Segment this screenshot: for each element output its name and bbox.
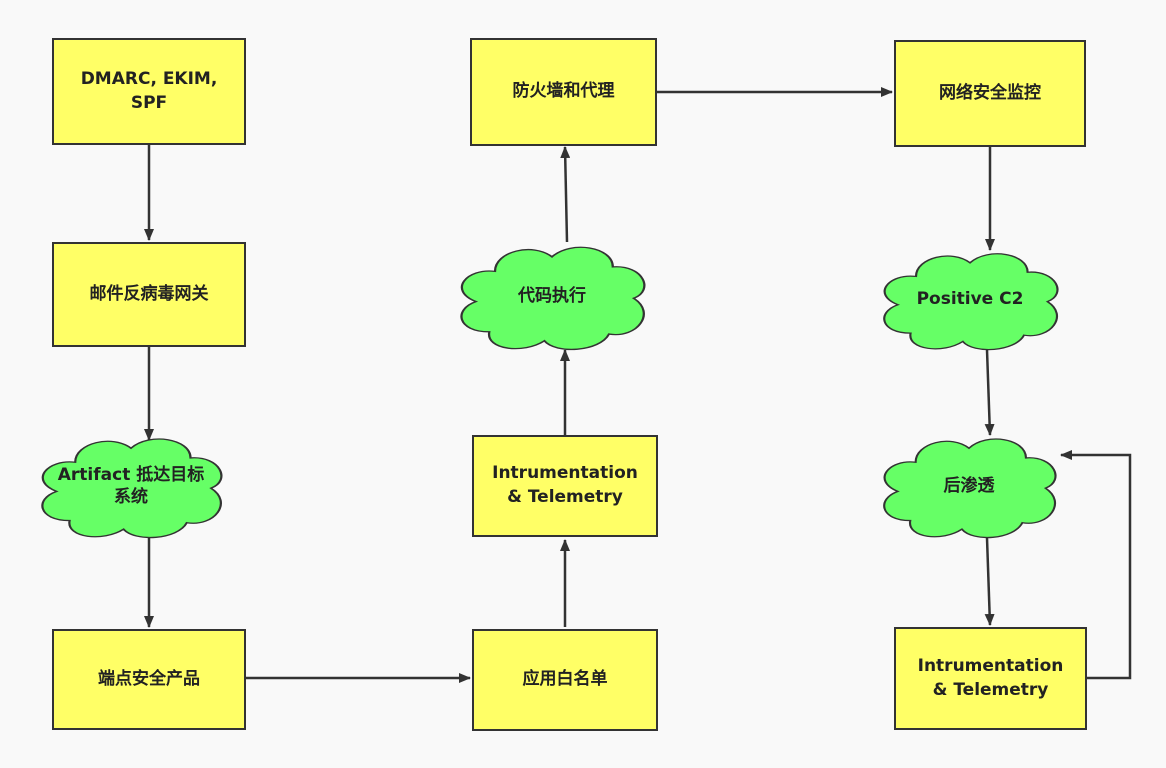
cloud-positive-c2 (884, 254, 1057, 350)
node-network-monitor: 网络安全监控 (894, 40, 1086, 147)
arrow-instrumentation-loop-back (1060, 450, 1132, 680)
node-app-whitelist: 应用白名单 (472, 629, 658, 731)
node-instrumentation-middle: Intrumentation & Telemetry (472, 435, 658, 537)
node-firewall: 防火墙和代理 (470, 38, 657, 146)
cloud-code-exec (461, 247, 644, 349)
cloud-post-exploit (884, 439, 1055, 538)
node-instrumentation-right: Intrumentation & Telemetry (894, 627, 1087, 730)
arrow-postexploit-to-instrumentation (984, 537, 995, 626)
arrow-c2-to-postexploit (984, 349, 995, 436)
node-endpoint: 端点安全产品 (52, 629, 246, 730)
cloud-artifact (42, 439, 221, 538)
node-dmarc: DMARC, EKIM, SPF (52, 38, 246, 145)
node-mail-gateway: 邮件反病毒网关 (52, 242, 246, 347)
arrow-code-to-firewall (560, 146, 571, 243)
